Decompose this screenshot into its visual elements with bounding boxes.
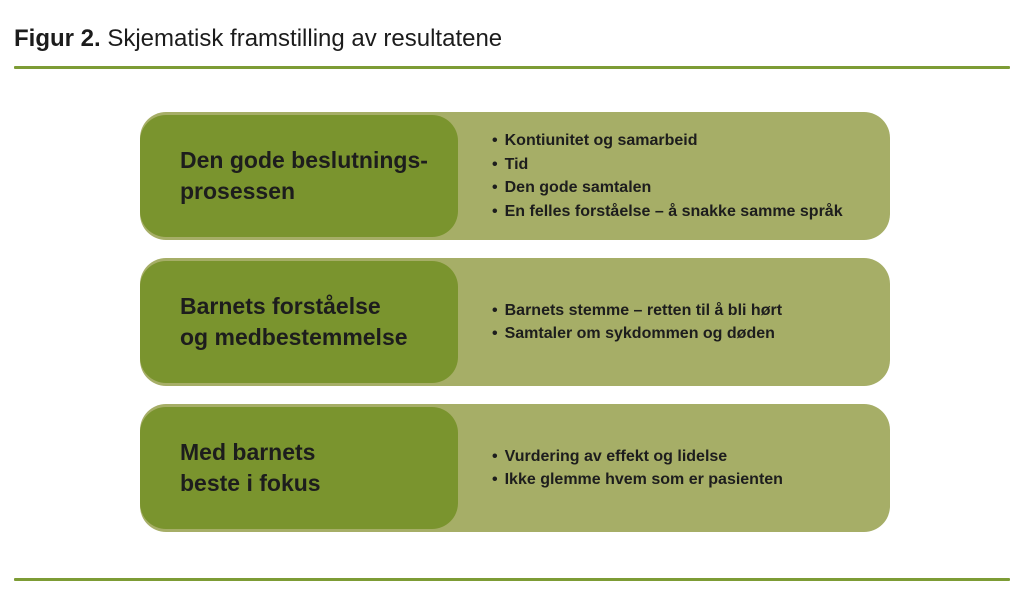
bullet-item: • Barnets stemme – retten til å bli hørt [492,299,782,323]
figure-caption: Figur 2. Skjematisk framstilling av resu… [14,24,502,54]
bullet-text: Ikke glemme hvem som er pasienten [504,471,783,488]
diagram-row-decision-process: • Kontiunitet og samarbeid • Tid • Den gode… [140,112,890,240]
diagram-row-child-best-interest: • Vurdering av effekt og lidelse • Ikke gl… [140,404,890,532]
diagram-row-child-understanding: •Barnets stemme – retten til å bli hørt … [140,258,890,386]
bullet-text: En felles forståelse – å snakke samme sp… [504,202,843,220]
category-box: Den gode beslutnings- prosessen [140,115,458,237]
category-box: Med barnets beste i fokus [140,407,458,529]
bullet-item: • Ikke glemme hvem som er pasienten [492,468,783,492]
bullet-dot-icon: • [492,155,498,173]
bullet-list: • Vurdering av effekt og lidelse • Ikke gl… [492,445,783,492]
bullet-text: Samtaler om sykdommen og døden [504,325,775,342]
bullet-text: Den gode samtalen [504,179,652,196]
bullet-dot-icon: • [492,325,498,342]
bottom-divider-rule [14,578,1010,581]
category-heading-line: prosessen [180,178,296,204]
category-heading-line: Den gode beslutnings- [180,147,428,173]
bullet-item: • Tid [492,153,843,177]
bullet-item: • Den gode samtalen [492,176,843,200]
top-divider-rule [14,66,1010,69]
figure-caption-text: Skjematisk framstilling av resultatene [100,25,503,52]
bullet-item: • En felles forståelse – å snakke samme s… [492,200,843,224]
category-box: Barnets forståelse og medbestemmelse [140,261,458,383]
bullet-list: •Barnets stemme – retten til å bli hørt … [492,299,782,346]
bullet-list: • Kontiunitet og samarbeid • Tid • Den gode… [492,129,843,223]
figure-caption-number: Figur 2. [14,25,101,52]
bullet-text: Tid [504,155,529,173]
bullet-dot-icon: • [492,132,498,149]
bullet-item: • Vurdering av effekt og lidelse [492,445,783,469]
category-heading-line: og medbestemmelse [180,324,408,350]
category-heading-line: beste i fokus [180,470,321,496]
bullet-dot-icon: • [492,471,498,488]
bullet-dot-icon: • [492,301,498,319]
category-heading-line: Barnets forståelse [180,293,381,319]
bullet-dot-icon: • [492,179,498,196]
bullet-text: Kontiunitet og samarbeid [504,132,698,149]
category-heading-line: Med barnets [180,439,316,465]
bullet-item: • Samtaler om sykdommen og døden [492,322,782,346]
bullet-text: Barnets stemme – retten til å bli hørt [504,301,783,319]
bullet-text: Vurdering av effekt og lidelse [504,447,728,465]
bullet-dot-icon: • [492,202,498,220]
bullet-item: • Kontiunitet og samarbeid [492,129,843,153]
bullet-dot-icon: • [492,447,498,465]
